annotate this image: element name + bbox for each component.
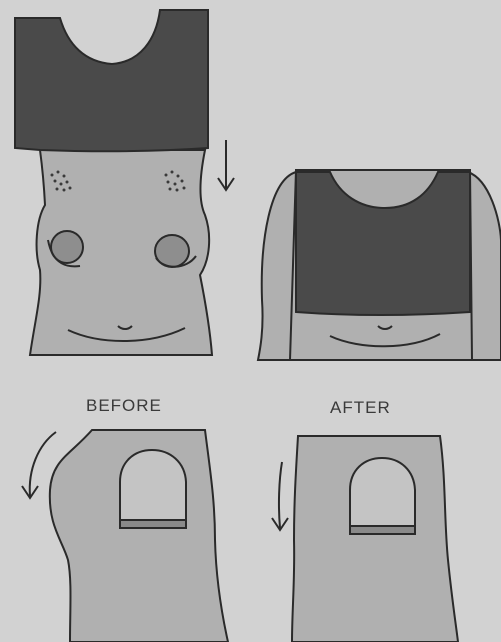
- after-label: AFTER: [330, 398, 391, 418]
- arm-right: [468, 172, 501, 360]
- band-before: [120, 520, 186, 528]
- after-torso-front: [258, 170, 501, 360]
- before-torso-front: [15, 10, 212, 355]
- before-garment: [15, 10, 208, 151]
- after-side-view: [292, 436, 458, 642]
- before-side-view: [50, 430, 228, 642]
- before-label: BEFORE: [86, 396, 162, 416]
- band-after: [350, 526, 415, 534]
- cutout-before: [120, 450, 186, 520]
- down-arrow-icon: [218, 140, 234, 190]
- cutout-after: [350, 458, 415, 526]
- down-arrow-icon: [272, 462, 288, 530]
